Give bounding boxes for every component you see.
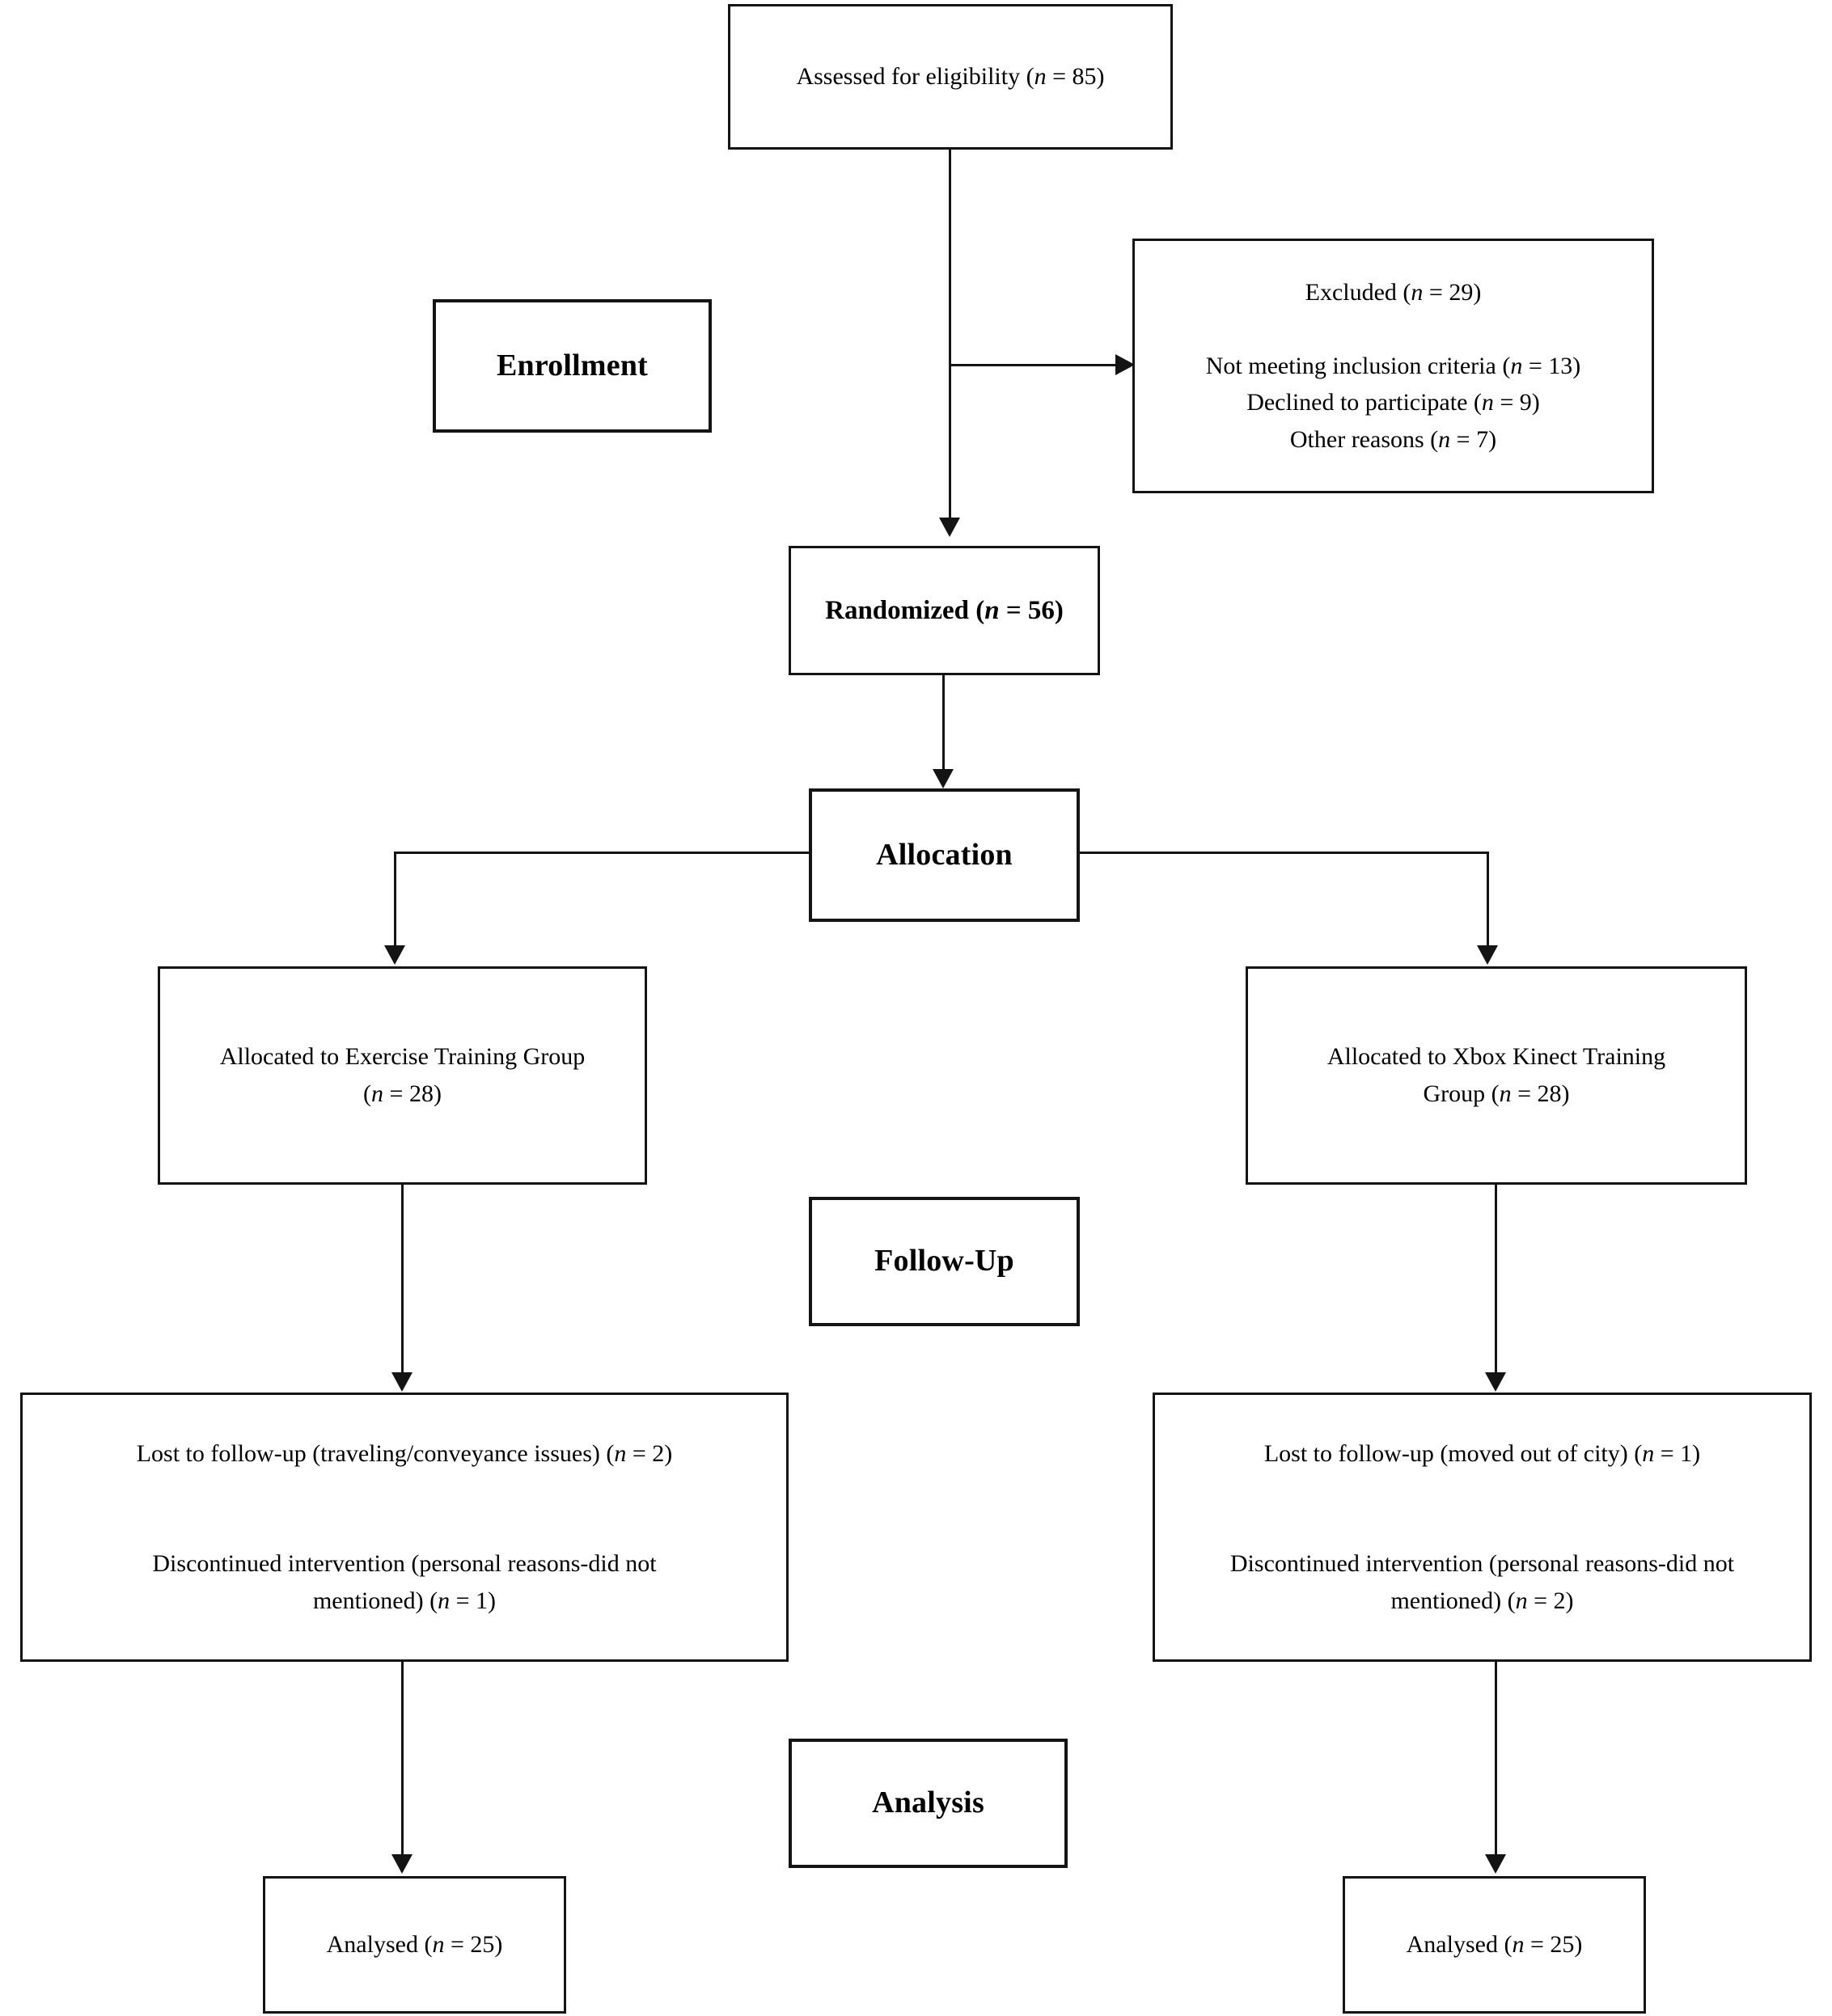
n-italic: n (1034, 63, 1047, 91)
follow-up-label: Follow-Up (874, 1244, 1014, 1278)
excluded-heading: Excluded (n = 29) (1305, 278, 1482, 306)
phase-label-analysis: Analysis (789, 1739, 1068, 1868)
n-italic: n (371, 1080, 384, 1107)
arrowhead-into-excluded (1115, 354, 1135, 375)
n-italic: n (1481, 389, 1494, 416)
excluded-reason-1: Declined to participate (n = 9) (1246, 389, 1540, 416)
randomized-label: Randomized (n = 56) (825, 595, 1064, 625)
node-followup-losses-left: Lost to follow-up (traveling/conveyance … (20, 1393, 789, 1662)
arrowhead-into-allocation (933, 769, 954, 788)
followup-right-content: Lost to follow-up (moved out of city) (n… (1155, 1435, 1809, 1620)
connector-randomized-to-allocation (942, 675, 945, 771)
assessed-label: Assessed for eligibility (n = 85) (796, 63, 1105, 91)
connector-allocation-right-vertical (1487, 852, 1489, 947)
connector-to-excluded (949, 364, 1115, 366)
n-italic: n (432, 1931, 445, 1959)
allocated-right-label: Allocated to Xbox Kinect Training Group … (1326, 1043, 1666, 1107)
allocated-left-label: Allocated to Exercise Training Group (n … (219, 1043, 586, 1107)
excluded-reason-2: Other reasons (n = 7) (1289, 425, 1497, 453)
connector-assessed-to-randomized (949, 150, 951, 518)
analysis-label: Analysis (872, 1786, 984, 1820)
n-italic: n (1510, 352, 1523, 379)
phase-label-allocation: Allocation (809, 788, 1080, 922)
n-italic: n (614, 1439, 627, 1467)
n-italic: n (438, 1587, 451, 1614)
node-analysed-right: Analysed (n = 25) (1343, 1876, 1646, 2014)
connector-allocated-right-to-followup-right (1495, 1185, 1497, 1374)
node-analysed-left: Analysed (n = 25) (263, 1876, 566, 2014)
connector-allocation-right-horizontal (1078, 852, 1489, 854)
connector-followup-left-to-analysed-left (401, 1662, 404, 1856)
n-italic: n (1438, 425, 1451, 453)
n-italic: n (1512, 1931, 1525, 1959)
arrowhead-into-allocated-right (1477, 945, 1498, 965)
connector-allocated-left-to-followup-left (401, 1185, 404, 1374)
n-italic: n (1411, 278, 1424, 306)
phase-label-enrollment: Enrollment (433, 299, 712, 433)
excluded-reason-0: Not meeting inclusion criteria (n = 13) (1205, 352, 1581, 379)
excluded-content: Excluded (n = 29) Not meeting inclusion … (1135, 274, 1652, 459)
followup-right-lost: Lost to follow-up (moved out of city) (n… (1263, 1439, 1701, 1467)
enrollment-label: Enrollment (496, 348, 649, 382)
node-excluded: Excluded (n = 29) Not meeting inclusion … (1132, 239, 1654, 493)
n-italic: n (1642, 1439, 1655, 1467)
arrowhead-into-randomized (939, 518, 960, 537)
node-followup-losses-right: Lost to follow-up (moved out of city) (n… (1153, 1393, 1812, 1662)
connector-allocation-left-vertical (394, 852, 396, 947)
analysed-right-label: Analysed (n = 25) (1406, 1931, 1583, 1959)
arrowhead-into-analysed-left (391, 1854, 413, 1874)
arrowhead-into-allocated-left (384, 945, 405, 965)
node-allocated-xbox-kinect-training-group: Allocated to Xbox Kinect Training Group … (1246, 966, 1747, 1185)
arrowhead-into-followup-left (391, 1372, 413, 1392)
followup-right-discontinued: Discontinued intervention (personal reas… (1229, 1550, 1735, 1614)
followup-left-lost: Lost to follow-up (traveling/conveyance … (136, 1439, 673, 1467)
arrowhead-into-followup-right (1485, 1372, 1506, 1392)
followup-left-discontinued: Discontinued intervention (personal reas… (152, 1550, 657, 1614)
phase-label-follow-up: Follow-Up (809, 1197, 1080, 1326)
connector-followup-right-to-analysed-right (1495, 1662, 1497, 1856)
node-assessed-for-eligibility: Assessed for eligibility (n = 85) (728, 4, 1173, 150)
analysed-left-label: Analysed (n = 25) (326, 1931, 503, 1959)
n-italic: n (1499, 1080, 1512, 1107)
node-allocated-exercise-training-group: Allocated to Exercise Training Group (n … (158, 966, 647, 1185)
n-italic: n (1515, 1587, 1528, 1614)
connector-allocation-left-horizontal (394, 852, 810, 854)
allocation-label: Allocation (876, 837, 1013, 872)
n-italic: n (984, 595, 1000, 625)
followup-left-content: Lost to follow-up (traveling/conveyance … (23, 1435, 786, 1620)
node-randomized: Randomized (n = 56) (789, 546, 1100, 675)
arrowhead-into-analysed-right (1485, 1854, 1506, 1874)
